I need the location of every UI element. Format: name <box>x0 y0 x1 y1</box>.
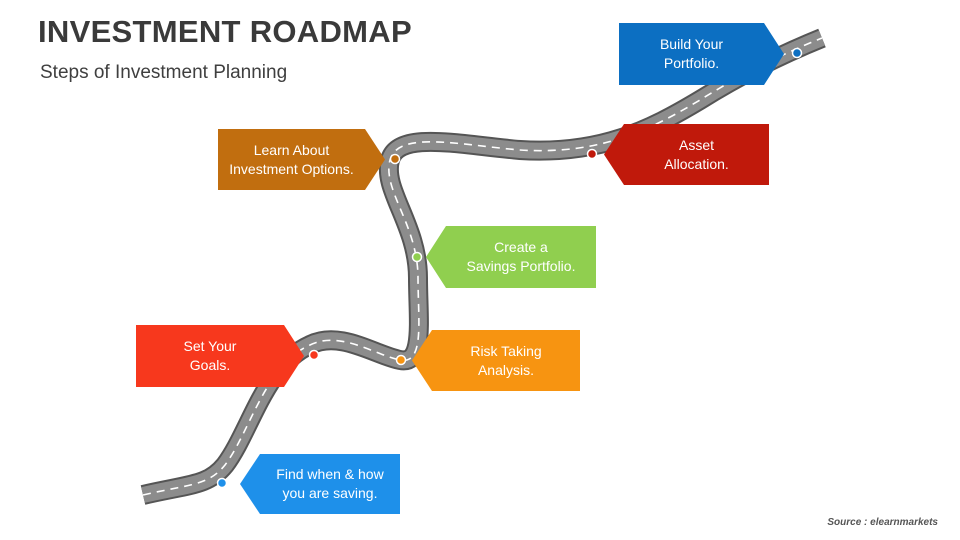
roadmap-step-label: Asset Allocation. <box>664 136 729 172</box>
roadmap-step-1: Find when & how you are saving. <box>240 454 400 514</box>
roadmap-step-marker <box>216 477 228 489</box>
source-credit: Source : elearnmarkets <box>827 517 938 528</box>
roadmap-step-label: Learn About Investment Options. <box>229 141 354 177</box>
roadmap-step-2: Set Your Goals. <box>136 325 304 387</box>
roadmap-step-7: Build Your Portfolio. <box>619 23 784 85</box>
roadmap-step-marker <box>395 354 407 366</box>
roadmap-step-4: Create a Savings Portfolio. <box>426 226 596 288</box>
roadmap-step-5: Learn About Investment Options. <box>218 129 385 190</box>
roadmap-step-label: Create a Savings Portfolio. <box>466 239 576 274</box>
roadmap-step-label: Risk Taking Analysis. <box>470 342 542 378</box>
roadmap-step-marker <box>791 47 803 59</box>
roadmap-step-marker <box>586 148 598 160</box>
roadmap-step-marker <box>308 349 320 361</box>
page-title: INVESTMENT ROADMAP <box>38 14 412 49</box>
roadmap-step-6: Asset Allocation. <box>604 124 769 185</box>
roadmap-step-label: Build Your Portfolio. <box>659 36 724 71</box>
page-subtitle: Steps of Investment Planning <box>40 62 288 83</box>
roadmap-step-marker <box>389 153 401 165</box>
roadmap-step-label: Find when & how you are saving. <box>276 466 384 501</box>
roadmap-step-label: Set Your Goals. <box>183 338 237 373</box>
roadmap-step-3: Risk Taking Analysis. <box>412 330 580 391</box>
roadmap-step-marker <box>411 251 423 263</box>
